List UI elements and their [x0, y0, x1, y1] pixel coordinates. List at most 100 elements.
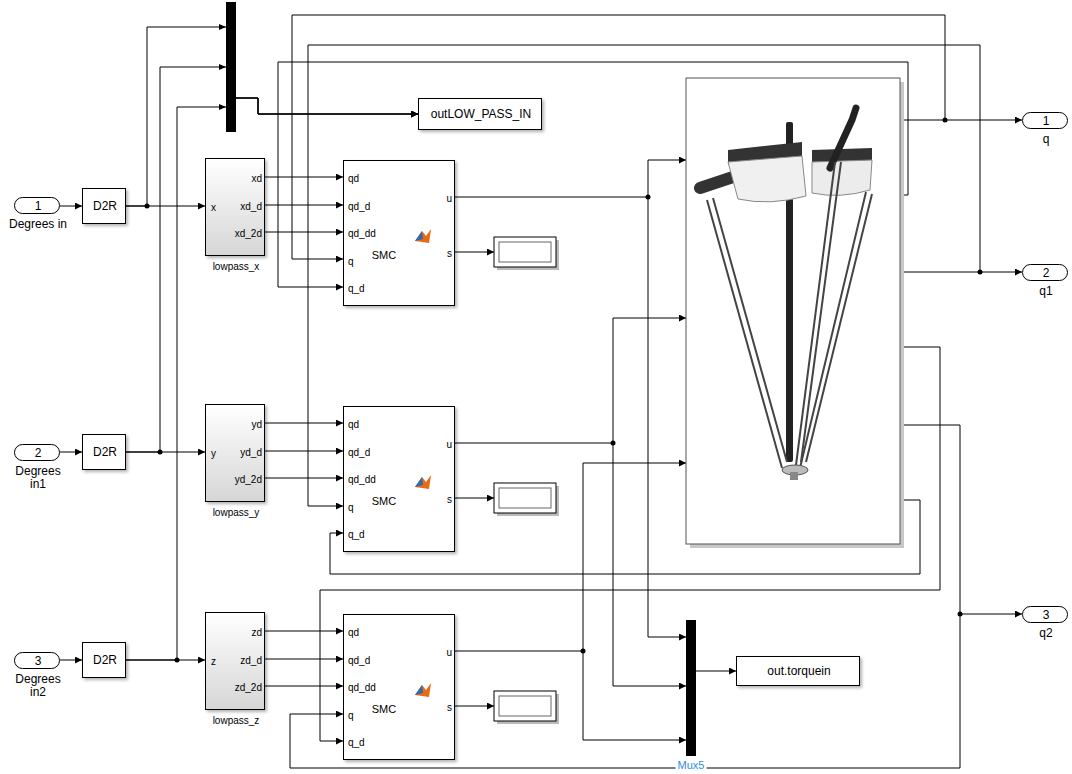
matlab-function-icon [415, 229, 431, 243]
block-text: qd_dd [348, 228, 376, 239]
block-text: 2 [35, 447, 42, 460]
signal-line [265, 478, 343, 479]
block-text: 3 [35, 655, 42, 668]
signal-line [60, 452, 82, 453]
matlab-function-icon [415, 475, 431, 489]
to-workspace-block: out.torquein [736, 656, 860, 686]
port-label: Degrees in2 [6, 673, 70, 699]
to-workspace-block: outLOW_PASS_IN [418, 98, 542, 130]
top-mux [219, 2, 236, 132]
matlab-function-icon [415, 229, 431, 697]
junction-dot [611, 441, 616, 446]
delta-robot-subsystem [707, 198, 787, 468]
block-text: D2R [93, 446, 117, 459]
delta-robot-subsystem [830, 108, 856, 168]
signal-line [126, 27, 418, 206]
smc-function-block: qdqd_dqd_ddqq_dusSMC [343, 406, 455, 552]
display-block [499, 696, 551, 716]
block-text: y [211, 448, 216, 459]
delta-robot-subsystem [800, 192, 872, 468]
block-text: outLOW_PASS_IN [431, 108, 532, 121]
block-text: s [447, 494, 452, 505]
block-text: qd_d [348, 201, 370, 212]
block-text: q [348, 710, 354, 721]
matlab-function-icon [415, 685, 423, 695]
block-text: u [446, 647, 452, 658]
signal-line [455, 651, 686, 740]
block-text: q_d [348, 737, 365, 748]
block-text: qd_d [348, 447, 370, 458]
block-text: D2R [93, 200, 117, 213]
block-text: lowpass_z [213, 715, 260, 726]
delta-robot-subsystem [796, 162, 841, 465]
port-label: Degrees in1 [6, 465, 70, 491]
signal-line [265, 631, 343, 632]
port-block: 1q [1022, 112, 1068, 129]
block-text: q [348, 502, 354, 513]
signal-wire [613, 318, 686, 443]
matlab-function-icon [415, 683, 431, 697]
port-block: 2Degrees in1 [14, 444, 60, 461]
port-block: 3Degrees in2 [14, 652, 60, 669]
gain-block: D2R [82, 642, 126, 678]
gain-block: D2R [82, 188, 126, 224]
signal-wire [960, 614, 1022, 615]
block-text: zd [251, 627, 262, 638]
signal-line [126, 98, 418, 660]
smc-function-block: qdqd_dqd_ddqq_dusSMC [343, 614, 455, 760]
block-text: u [446, 439, 452, 450]
signal-wire [455, 252, 494, 253]
block-text: qd_d [348, 655, 370, 666]
mux-block: Mux5 [686, 620, 696, 756]
junction-dot [978, 270, 983, 275]
block-text: xd_2d [235, 228, 262, 239]
block-text: 1 [1043, 115, 1050, 128]
junction-dot [175, 658, 180, 663]
port-label: q2 [1014, 627, 1072, 640]
block-text: q_d [348, 529, 365, 540]
gain-block: D2R [82, 434, 126, 470]
delta-robot-subsystem [812, 160, 872, 195]
display-block [494, 691, 556, 721]
signal-line [265, 232, 343, 233]
block-text: q_d [348, 283, 365, 294]
block-text: yd_d [240, 447, 262, 458]
signal-line [126, 67, 418, 452]
signal-line [696, 671, 736, 672]
block-text: xd [251, 173, 262, 184]
signal-line [60, 206, 82, 207]
block-text: qd [348, 173, 359, 184]
block-text: lowpass_x [213, 261, 260, 272]
block-text: zd_d [240, 655, 262, 666]
block-text: SMC [372, 703, 396, 715]
display-block [494, 483, 556, 513]
signal-wire [583, 463, 686, 651]
block-text: yd_2d [235, 474, 262, 485]
smc-function-block: qdqd_dqd_ddqq_dusSMC [343, 160, 455, 306]
junction-dot [958, 612, 963, 617]
block-text: 2 [1043, 267, 1050, 280]
port-block: 3q2 [1022, 606, 1068, 623]
delta-robot-subsystem [790, 472, 798, 480]
block-text: D2R [93, 654, 117, 667]
block-text: qd_dd [348, 682, 376, 693]
display-block [499, 242, 551, 262]
block-text: 1 [35, 200, 42, 213]
port-block: 2q1 [1022, 264, 1068, 281]
port-label: q1 [1014, 285, 1072, 298]
matlab-function-icon [415, 231, 423, 241]
signal-line [265, 659, 343, 660]
signal-line [60, 660, 82, 661]
block-text: lowpass_y [213, 507, 260, 518]
block-text: SMC [372, 249, 396, 261]
block-text: qd [348, 419, 359, 430]
junction-dot [145, 204, 150, 209]
signal-wire [278, 15, 1022, 768]
block-text: z [211, 656, 216, 667]
signal-line [455, 443, 686, 686]
signal-wire [455, 706, 494, 707]
junction-dot [581, 649, 586, 654]
signal-line [265, 423, 343, 424]
block-text: zd_2d [235, 682, 262, 693]
signal-wire [900, 272, 1022, 273]
